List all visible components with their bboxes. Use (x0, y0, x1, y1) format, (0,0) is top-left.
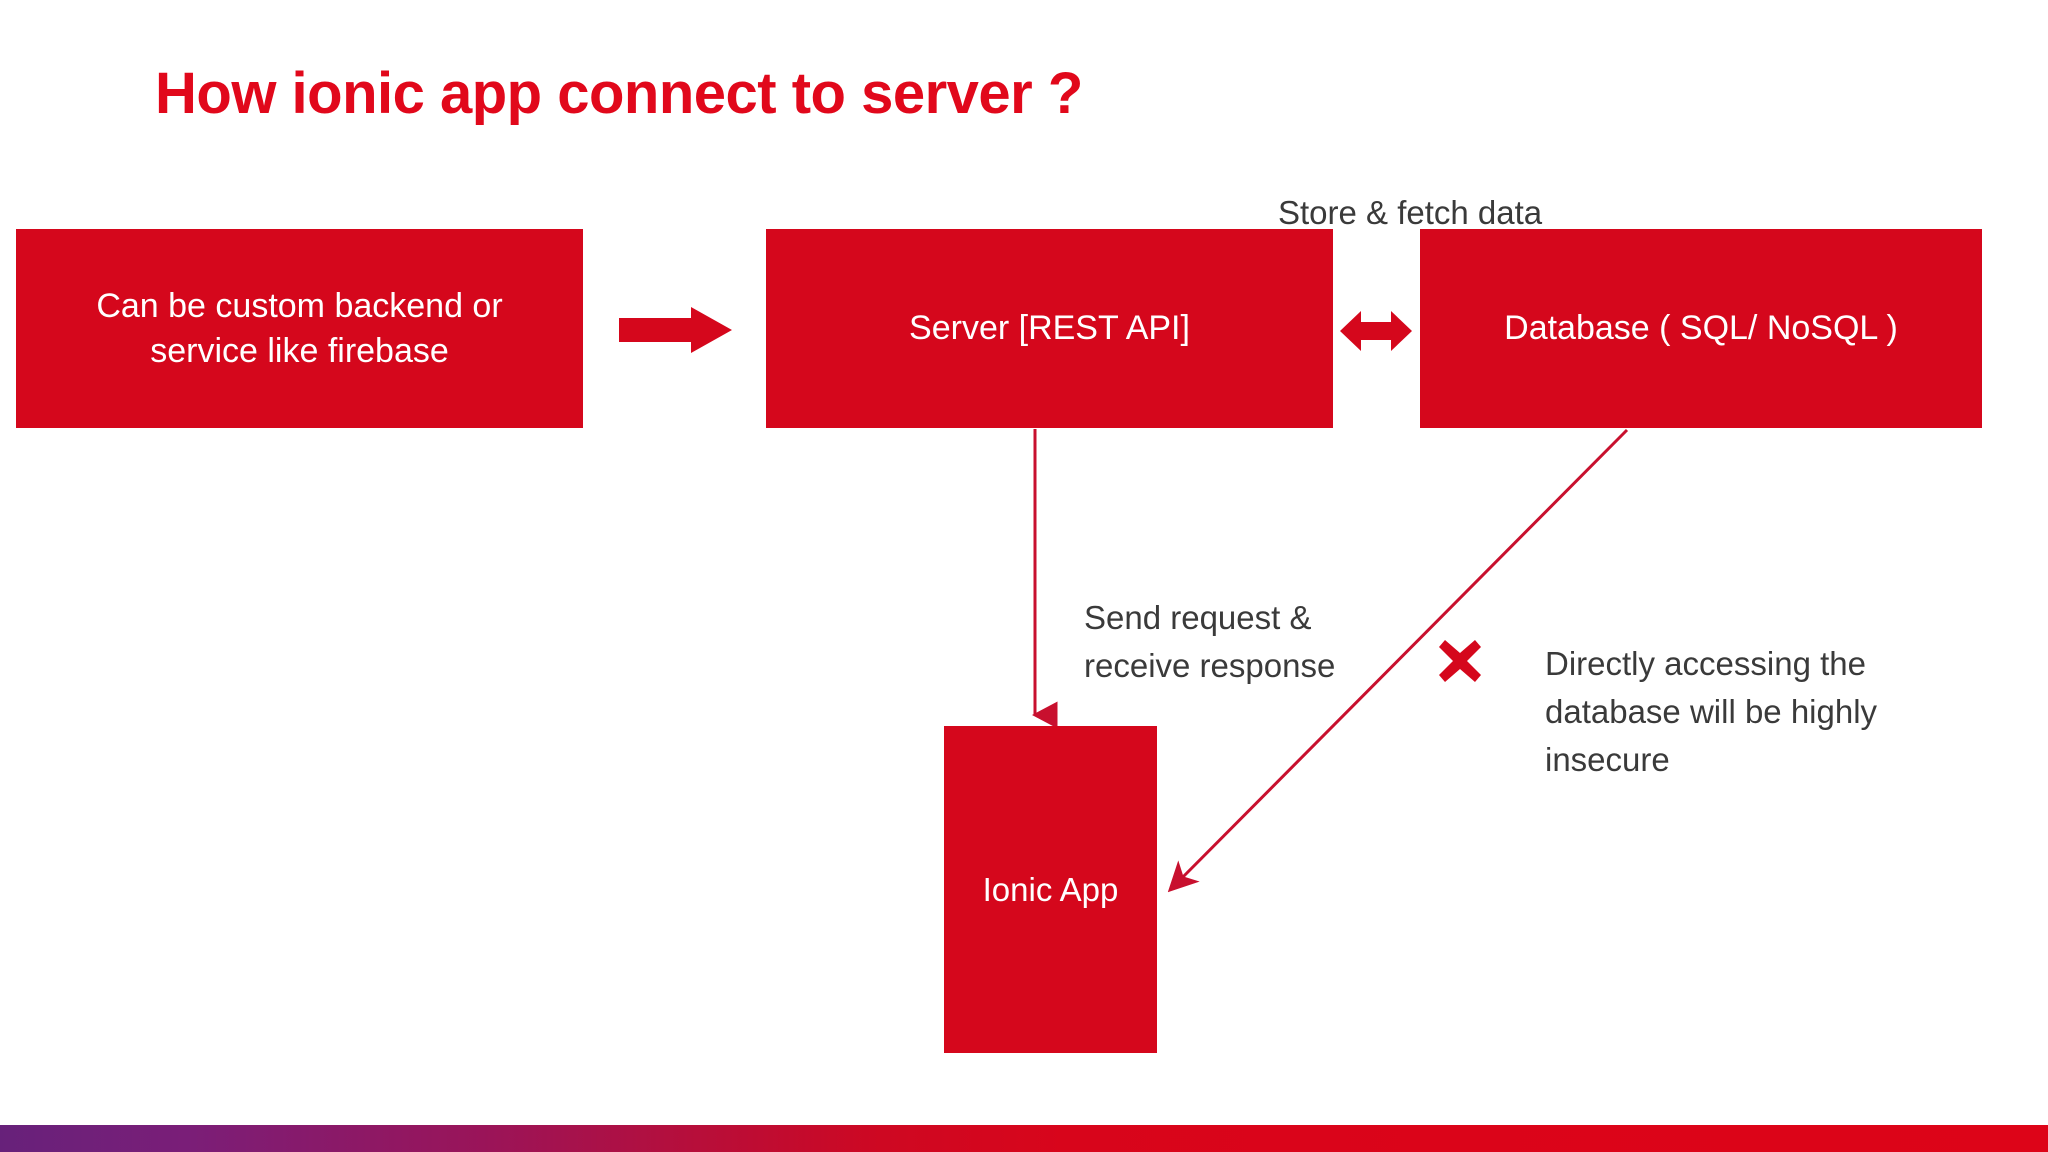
box-custom-backend-label: Can be custom backend or service like fi… (96, 286, 503, 370)
box-database-label: Database ( SQL/ NoSQL ) (1504, 309, 1898, 348)
label-direct-access-insecure: Directly accessing the database will be … (1545, 645, 1878, 778)
arrow-right-icon (619, 307, 732, 353)
box-server: Server [REST API] (766, 229, 1333, 428)
cross-mark-icon (1439, 640, 1481, 682)
footer-gradient-bar (0, 1125, 2048, 1152)
box-custom-backend: Can be custom backend or service like fi… (16, 229, 583, 428)
box-ionic-app-label: Ionic App (982, 870, 1119, 908)
label-store-fetch-data: Store & fetch data (1278, 194, 1543, 231)
box-server-label: Server [REST API] (909, 309, 1190, 348)
arrow-left-right-icon (1340, 311, 1412, 351)
box-ionic-app: Ionic App (944, 726, 1157, 1053)
box-database: Database ( SQL/ NoSQL ) (1420, 229, 1982, 428)
label-send-request: Send request & receive response (1084, 599, 1336, 684)
page-title: How ionic app connect to server ? (155, 61, 1083, 126)
